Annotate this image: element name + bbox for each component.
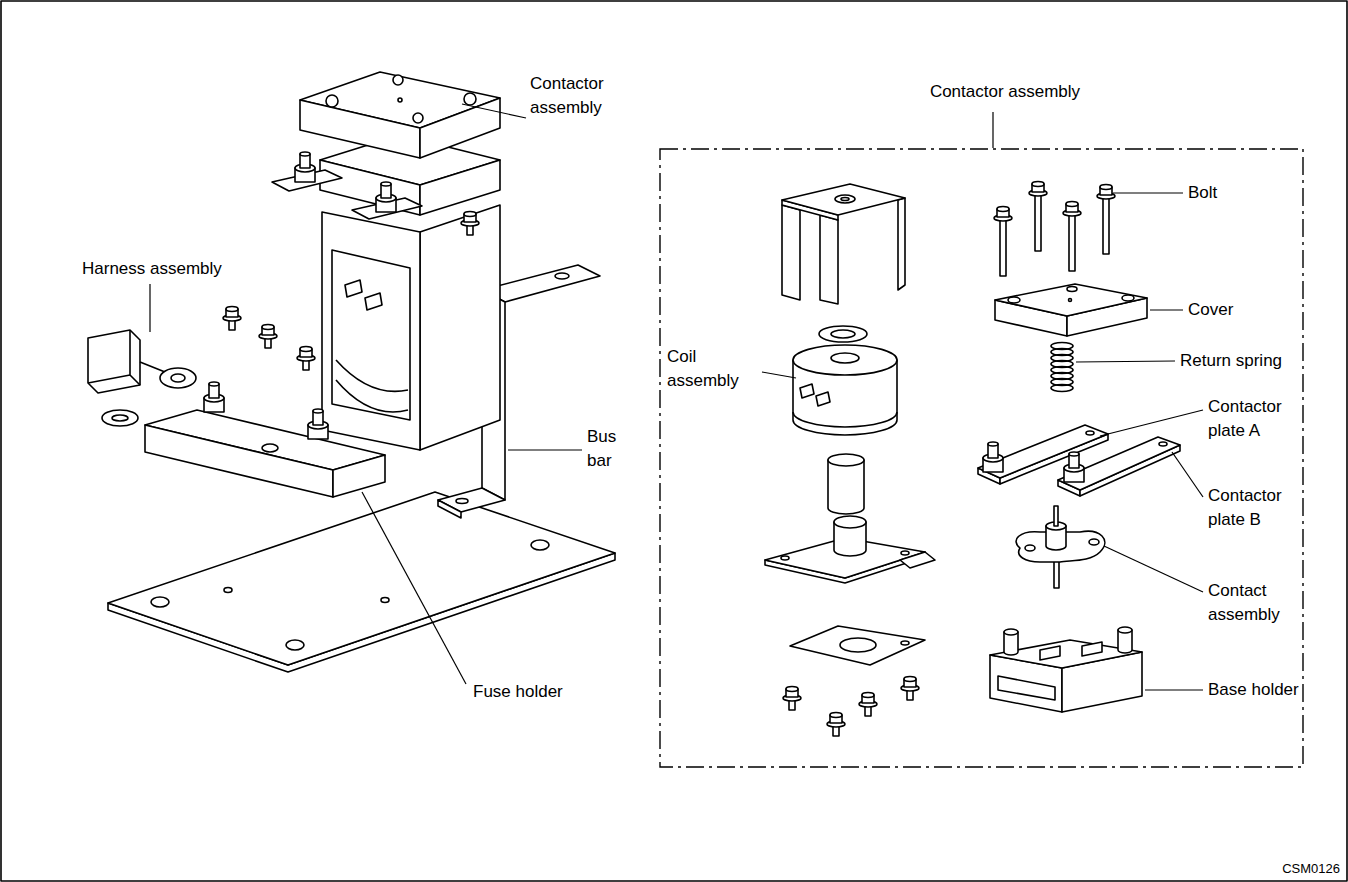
contact-assembly <box>1016 506 1105 588</box>
plunger <box>828 454 864 514</box>
base-plate <box>108 492 615 672</box>
part-label: Coil assembly <box>667 347 739 390</box>
group-box: Contactor assembly <box>659 148 1304 768</box>
part-label: Cover <box>1188 300 1233 319</box>
part-label: Contactor plate B <box>1208 486 1282 529</box>
part-label: Contactor assembly <box>530 74 604 117</box>
part-label-wrap: Bolt <box>1188 181 1217 205</box>
screws <box>783 677 919 737</box>
yoke <box>782 184 905 304</box>
group-heading-wrap: Contactor assembly <box>930 80 1080 104</box>
harness-assembly <box>88 330 196 426</box>
part-label-wrap: Fuse holder <box>473 680 563 704</box>
part-label-wrap: Cover <box>1188 298 1233 322</box>
part-label: Contactor plate A <box>1208 397 1282 440</box>
part-label-wrap: Contactor assembly <box>530 72 630 120</box>
part-label-wrap: Coil assembly <box>667 345 759 393</box>
part-label-wrap: Contactor plate A <box>1208 395 1308 443</box>
part-label-wrap: Base holder <box>1208 678 1299 702</box>
part-label: Bus bar <box>587 427 616 470</box>
fuse-holder <box>145 382 385 497</box>
gasket <box>790 626 925 665</box>
contactor-assembly <box>272 72 500 450</box>
dash-dot-outline <box>659 148 1304 768</box>
core-plate <box>765 516 935 583</box>
part-label-wrap: Contact assembly <box>1208 579 1308 627</box>
part-label-wrap: Contactor plate B <box>1208 484 1308 532</box>
outline <box>660 149 1303 767</box>
bracket-line <box>992 112 993 148</box>
leader-lines <box>150 104 1203 690</box>
group-heading: Contactor assembly <box>930 82 1080 101</box>
part-label: Base holder <box>1208 680 1299 699</box>
washer <box>819 326 867 342</box>
bolts <box>994 182 1115 277</box>
part-label: Return spring <box>1180 351 1282 370</box>
base-holder <box>990 627 1142 712</box>
return-spring <box>1051 343 1073 392</box>
coil <box>793 345 897 435</box>
part-label: Bolt <box>1188 183 1217 202</box>
part-label-wrap: Bus bar <box>587 425 632 473</box>
loose-bolts <box>223 307 315 371</box>
contactor-plate-b <box>1058 437 1180 496</box>
part-label: Fuse holder <box>473 682 563 701</box>
part-label: Contact assembly <box>1208 581 1280 624</box>
part-label-wrap: CSM0126 <box>1282 860 1340 877</box>
part-label: Harness assembly <box>82 259 222 278</box>
part-label-wrap: Harness assembly <box>82 257 222 281</box>
figure-code: CSM0126 <box>1282 861 1340 876</box>
cover <box>995 284 1147 336</box>
part-label-wrap: Return spring <box>1180 349 1282 373</box>
